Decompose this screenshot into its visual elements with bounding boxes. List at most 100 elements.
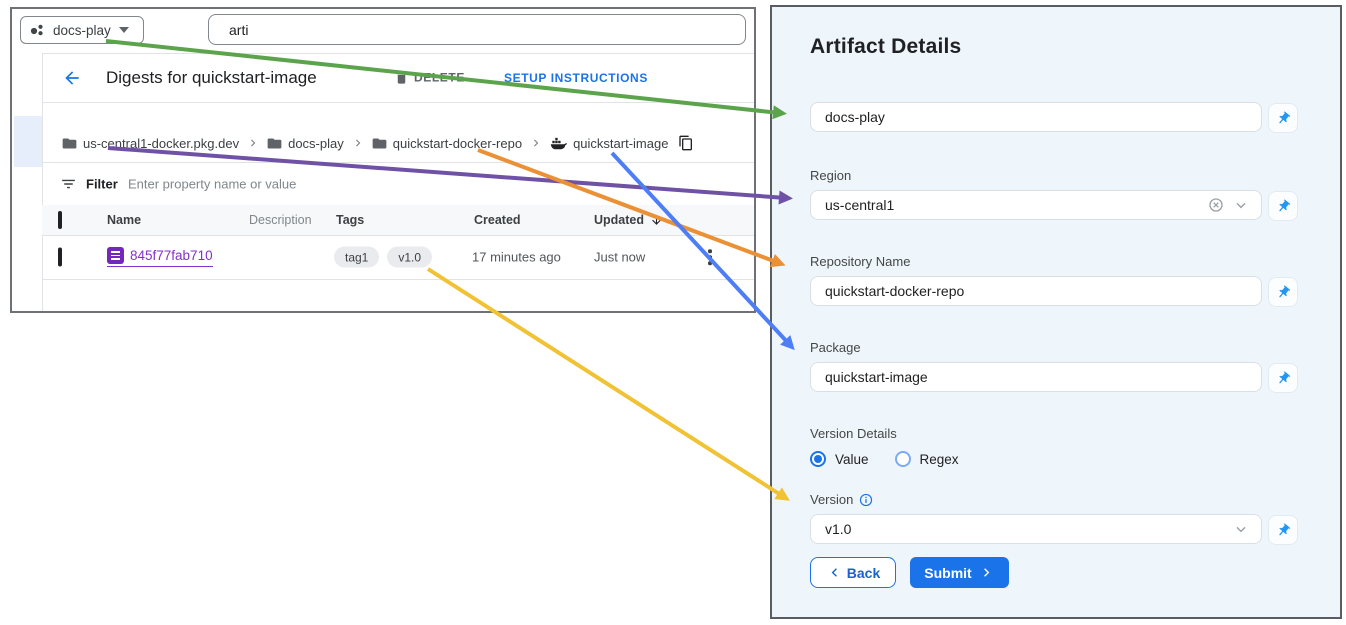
select-all-checkbox[interactable] bbox=[58, 211, 62, 229]
pushpin-icon bbox=[1278, 523, 1290, 535]
breadcrumb-item-image[interactable]: quickstart-image bbox=[550, 136, 668, 151]
col-updated-label: Updated bbox=[594, 213, 644, 227]
repository-label: Repository Name bbox=[810, 254, 911, 269]
pushpin-icon bbox=[1278, 199, 1290, 211]
version-details-radios: Value Regex bbox=[810, 451, 959, 467]
breadcrumb-label: us-central1-docker.pkg.dev bbox=[83, 135, 240, 151]
console-panel: docs-play Digests for quickstart-image D… bbox=[10, 7, 756, 313]
col-name[interactable]: Name bbox=[107, 213, 142, 227]
radio-label: Regex bbox=[919, 451, 959, 467]
table-row: 845f77fab710 tag1 v1.0 17 minutes ago Ju… bbox=[42, 235, 754, 280]
folder-icon bbox=[62, 138, 77, 148]
version-label-text: Version bbox=[810, 492, 854, 507]
digest-text: 845f77fab710 bbox=[130, 248, 213, 263]
left-nav-rail bbox=[12, 53, 43, 311]
package-field[interactable]: quickstart-image bbox=[810, 362, 1262, 392]
breadcrumb-label: quickstart-docker-repo bbox=[392, 135, 523, 151]
docker-whale-icon bbox=[550, 137, 568, 149]
table-header: Name Description Tags Created Updated bbox=[42, 205, 754, 236]
chevron-right-icon bbox=[251, 139, 256, 147]
col-updated[interactable]: Updated bbox=[594, 213, 663, 227]
folder-icon bbox=[372, 138, 387, 148]
project-field-value: docs-play bbox=[825, 109, 885, 125]
delete-label: DELETE bbox=[414, 70, 465, 85]
digest-icon bbox=[107, 247, 124, 264]
console-topbar: docs-play bbox=[12, 9, 754, 54]
digest-link[interactable]: 845f77fab710 bbox=[107, 247, 213, 267]
chevron-right-icon bbox=[355, 139, 361, 147]
pin-button-package[interactable] bbox=[1268, 363, 1298, 393]
row-menu-button[interactable] bbox=[705, 246, 715, 268]
clear-icon[interactable] bbox=[1208, 197, 1224, 213]
chevron-down-icon bbox=[118, 27, 129, 33]
back-button[interactable]: Back bbox=[810, 557, 896, 588]
search-box[interactable] bbox=[208, 14, 746, 45]
breadcrumb-item-host[interactable]: us-central1-docker.pkg.dev bbox=[62, 136, 239, 151]
radio-unselected-icon bbox=[894, 451, 911, 467]
radio-label: Value bbox=[835, 451, 869, 467]
chevron-left-icon bbox=[831, 568, 837, 577]
back-button-label: Back bbox=[846, 564, 881, 581]
filter-placeholder: Enter property name or value bbox=[128, 176, 297, 191]
search-input[interactable] bbox=[209, 21, 745, 38]
artifact-details-panel: Artifact Details docs-play Region us-cen… bbox=[770, 5, 1342, 619]
breadcrumb-row: us-central1-docker.pkg.dev docs-play qui… bbox=[42, 102, 754, 163]
pushpin-icon bbox=[1278, 371, 1290, 383]
project-picker-label: docs-play bbox=[53, 22, 111, 38]
page-title: Digests for quickstart-image bbox=[106, 67, 317, 87]
version-field[interactable]: v1.0 bbox=[810, 514, 1262, 544]
info-icon[interactable] bbox=[859, 493, 873, 507]
radio-option-value[interactable]: Value bbox=[810, 451, 869, 467]
package-label: Package bbox=[810, 340, 861, 355]
pin-button-repository[interactable] bbox=[1268, 277, 1298, 307]
back-arrow-icon[interactable] bbox=[62, 68, 82, 88]
chevron-down-icon[interactable] bbox=[1233, 197, 1249, 213]
breadcrumb: us-central1-docker.pkg.dev docs-play qui… bbox=[62, 135, 694, 151]
folder-icon bbox=[267, 138, 282, 148]
page-header-row: Digests for quickstart-image DELETE SETU… bbox=[42, 53, 754, 103]
col-created[interactable]: Created bbox=[474, 213, 521, 227]
copy-icon[interactable] bbox=[678, 135, 694, 151]
chevron-down-icon[interactable] bbox=[1233, 521, 1249, 537]
breadcrumb-item-project[interactable]: docs-play bbox=[267, 136, 344, 151]
chevron-right-icon bbox=[983, 568, 990, 577]
tag-chip[interactable]: tag1 bbox=[334, 246, 380, 268]
version-field-value: v1.0 bbox=[825, 521, 852, 537]
col-tags[interactable]: Tags bbox=[336, 213, 365, 227]
col-description[interactable]: Description bbox=[249, 213, 312, 227]
project-dots-icon bbox=[30, 24, 43, 36]
tag-chip[interactable]: v1.0 bbox=[387, 246, 433, 268]
sort-desc-icon bbox=[652, 215, 661, 225]
delete-button[interactable]: DELETE bbox=[394, 70, 465, 85]
version-label: Version bbox=[810, 492, 873, 507]
filter-icon bbox=[62, 179, 75, 188]
filter-bar[interactable]: Filter Enter property name or value bbox=[42, 162, 754, 206]
project-field[interactable]: docs-play bbox=[810, 102, 1262, 132]
pushpin-icon bbox=[1278, 111, 1290, 123]
region-field[interactable]: us-central1 bbox=[810, 190, 1262, 220]
setup-instructions-button[interactable]: SETUP INSTRUCTIONS bbox=[504, 70, 648, 85]
radio-option-regex[interactable]: Regex bbox=[894, 451, 959, 467]
panel-title: Artifact Details bbox=[810, 35, 962, 58]
chevron-right-icon bbox=[534, 139, 539, 147]
pin-button-version[interactable] bbox=[1268, 515, 1298, 545]
project-picker[interactable]: docs-play bbox=[20, 16, 144, 44]
pushpin-icon bbox=[1278, 285, 1290, 297]
pin-button-region[interactable] bbox=[1268, 191, 1298, 221]
submit-button-label: Submit bbox=[924, 564, 972, 581]
breadcrumb-label: quickstart-image bbox=[573, 135, 669, 151]
breadcrumb-label: docs-play bbox=[288, 135, 344, 151]
breadcrumb-item-repository[interactable]: quickstart-docker-repo bbox=[372, 136, 522, 151]
submit-button[interactable]: Submit bbox=[910, 557, 1009, 588]
updated-cell: Just now bbox=[594, 249, 646, 265]
region-field-value: us-central1 bbox=[825, 197, 895, 213]
repository-field[interactable]: quickstart-docker-repo bbox=[810, 276, 1262, 306]
pin-button-project[interactable] bbox=[1268, 103, 1298, 133]
trash-icon bbox=[397, 71, 406, 84]
tag-chips: tag1 v1.0 bbox=[334, 246, 433, 268]
created-cell: 17 minutes ago bbox=[472, 249, 561, 265]
row-checkbox[interactable] bbox=[58, 247, 62, 267]
nav-rail-highlight bbox=[14, 116, 42, 167]
version-details-label: Version Details bbox=[810, 426, 897, 441]
